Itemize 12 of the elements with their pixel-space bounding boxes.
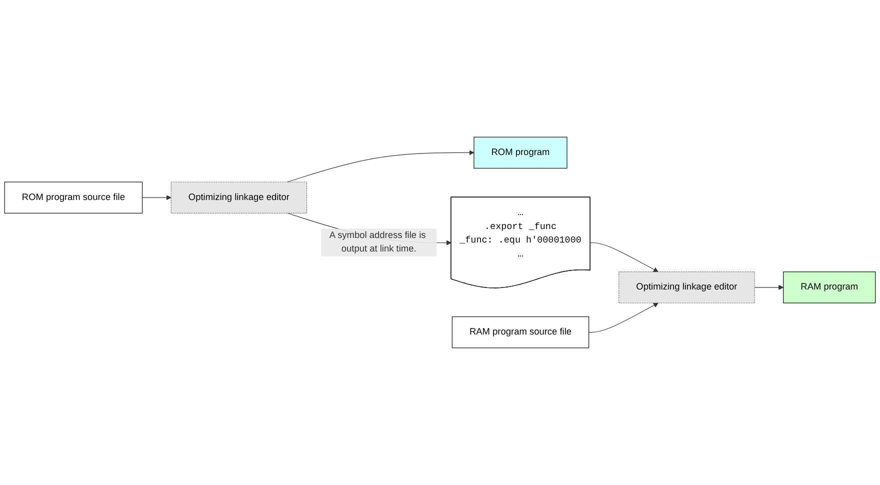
node-box: Optimizing linkage editor (618, 272, 755, 304)
arrow (142, 195, 172, 200)
edge-label: A symbol address file is output at link time. (329, 230, 426, 254)
node-box: ROM program source file (4, 182, 143, 214)
node-box: Optimizing linkage editor (170, 182, 308, 214)
arrow (287, 150, 474, 182)
arrow (754, 284, 784, 290)
node-box: RAM program source file (452, 316, 590, 348)
arrow (590, 242, 658, 272)
arrow (588, 302, 658, 333)
node-box: ROM program (474, 136, 568, 169)
node-box: RAM program (783, 272, 876, 304)
